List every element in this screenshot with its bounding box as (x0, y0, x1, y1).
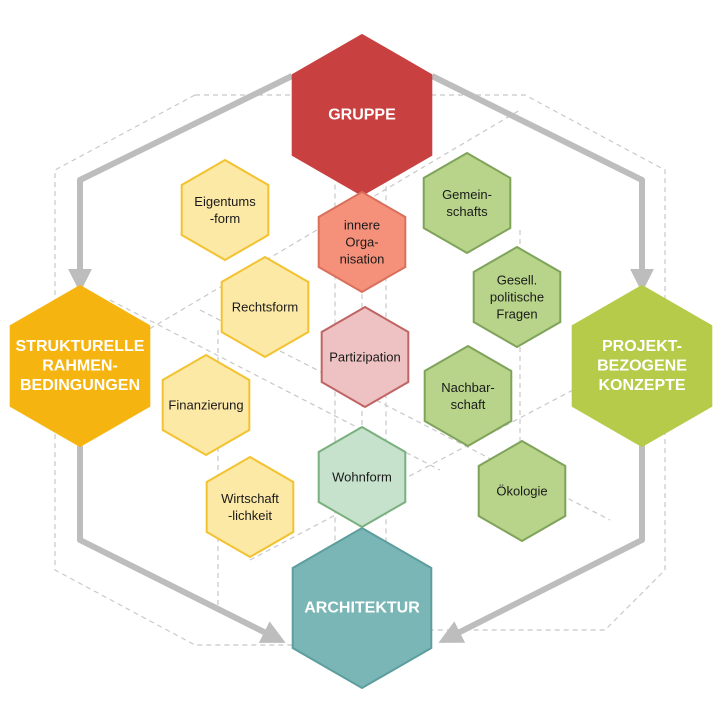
label-eigentumsform-line-2: -form (210, 211, 240, 226)
node-architektur: ARCHITEKTUR (291, 526, 433, 690)
hexagon-projekt (571, 284, 713, 448)
node-gemeinschafts: Gemein-schafts (422, 151, 512, 255)
label-projekt-line-2: BEZOGENE (597, 358, 687, 375)
node-strukturelle: STRUKTURELLE RAHMEN- BEDINGUNGEN (9, 284, 151, 448)
guide-diagonal-1 (79, 109, 521, 371)
hexagon-architektur (291, 526, 433, 690)
label-strukturelle-line-1: STRUKTURELLE (16, 338, 145, 355)
hexagon-gemeinschafts (422, 151, 512, 255)
label-innere-organisation-line-2: Orga- (345, 235, 378, 250)
node-partizipation: Partizipation (320, 305, 410, 409)
node-rechtsform: Rechtsform (220, 255, 310, 359)
node-eigentumsform: Eigentums -form (180, 158, 270, 262)
label-wirtschaftlichkeit-line-1: Wirtschaft (221, 491, 279, 506)
label-finanzierung-line-1: Finanzierung (168, 398, 243, 413)
label-nachbarschaft-line-1: Nachbar- (441, 380, 494, 395)
hexagon-innere-organisation (317, 190, 407, 294)
hexagon-partizipation (320, 305, 410, 409)
label-gesell-fragen-line-3: Fragen (496, 306, 537, 321)
label-projekt-line-1: PROJEKT- (602, 338, 682, 355)
hexagon-oekologie (477, 439, 567, 543)
flow-arrows (68, 73, 654, 643)
label-gesell-fragen-line-1: Gesell. (497, 273, 537, 288)
label-rechtsform-line-1: Rechtsform (232, 300, 298, 315)
label-wohnform-line-1: Wohnform (332, 470, 392, 485)
node-gruppe: GRUPPE (291, 33, 433, 197)
arrow-strukturelle-to-architektur (77, 446, 286, 643)
label-projekt-line-3: KONZEPTE (598, 377, 685, 394)
node-finanzierung: Finanzierung (161, 353, 251, 457)
label-gemeinschafts-line-2: schafts (446, 204, 488, 219)
hexagon-eigentumsform (180, 158, 270, 262)
label-wirtschaftlichkeit-line-2: -lichkeit (228, 508, 272, 523)
arrow-gruppe-to-projekt (430, 73, 654, 293)
label-partizipation-line-1: Partizipation (329, 350, 401, 365)
label-oekologie-line-1: Ökologie (496, 484, 547, 499)
label-architektur-line-1: ARCHITEKTUR (304, 600, 420, 617)
node-wohnform: Wohnform (317, 425, 407, 529)
node-oekologie: Ökologie (477, 439, 567, 543)
label-eigentumsform-line-1: Eigentums (194, 194, 256, 209)
hexagon-rechtsform (220, 255, 310, 359)
hexagon-finanzierung (161, 353, 251, 457)
label-gemeinschafts-line-1: Gemein- (442, 187, 492, 202)
label-strukturelle-line-3: BEDINGUNGEN (20, 377, 140, 394)
hexagon-nodes: GRUPPE STRUKTURELLE RAHMEN- BEDINGUNGEN PROJ… (9, 33, 713, 690)
node-nachbarschaft: Nachbar-schaft (423, 344, 513, 448)
node-wirtschaftlichkeit: Wirtschaft -lichkeit (205, 455, 295, 559)
label-strukturelle-line-2: RAHMEN- (42, 358, 118, 375)
label-gesell-fragen-line-2: politische (490, 290, 544, 305)
hexagon-nachbarschaft (423, 344, 513, 448)
label-innere-organisation-line-1: innere (344, 218, 380, 233)
guide-hexagon-right (334, 94, 666, 631)
label-innere-organisation-line-3: nisation (340, 251, 385, 266)
label-nachbarschaft-line-2: schaft (451, 397, 486, 412)
hexagon-wohnform (317, 425, 407, 529)
arrow-gruppe-to-strukturelle (68, 73, 294, 293)
hexagon-gesell-fragen (472, 245, 562, 349)
hexagon-strukturelle (9, 284, 151, 448)
hexagon-wirtschaftlichkeit (205, 455, 295, 559)
label-gruppe-line-1: GRUPPE (328, 107, 396, 124)
node-projekt: PROJEKT- BEZOGENE KONZEPTE (571, 284, 713, 448)
arrow-projekt-to-architektur (438, 444, 645, 643)
